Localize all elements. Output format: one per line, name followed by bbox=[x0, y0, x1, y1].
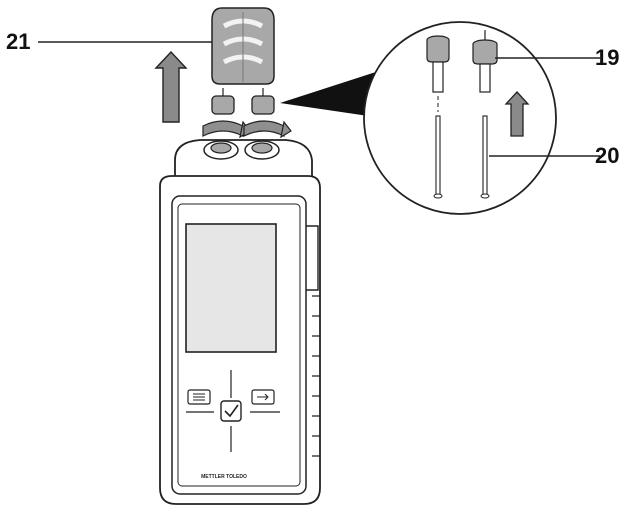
brand-label: METTLER TOLEDO bbox=[201, 474, 247, 480]
detail-magnifier-circle bbox=[363, 21, 557, 215]
callout-label-21: 21 bbox=[6, 29, 31, 54]
pin-holder-left bbox=[211, 88, 235, 115]
upward-arrow-left bbox=[154, 50, 188, 123]
rotate-arrow-right bbox=[243, 120, 292, 139]
arrow-menu-icon bbox=[251, 389, 275, 405]
callout-label-19: 19 bbox=[595, 45, 620, 70]
pin-holder-right bbox=[251, 88, 275, 115]
rotate-arrow-left bbox=[202, 120, 251, 139]
electrode-holder-right bbox=[472, 30, 498, 93]
checkmark-icon bbox=[220, 400, 242, 422]
sensor-socket-left bbox=[203, 140, 239, 160]
electrode-pin-left bbox=[433, 115, 443, 199]
electrode-holder-left bbox=[426, 35, 450, 112]
protective-cap bbox=[211, 7, 275, 85]
upward-arrow-detail bbox=[504, 91, 530, 137]
list-icon bbox=[187, 389, 211, 405]
display-screen bbox=[185, 223, 277, 353]
zoom-pointer bbox=[280, 70, 382, 118]
callout-label-20: 20 bbox=[595, 143, 620, 168]
keypad bbox=[186, 370, 280, 452]
sensor-socket-right bbox=[244, 140, 280, 160]
electrode-pin-right bbox=[480, 115, 490, 199]
